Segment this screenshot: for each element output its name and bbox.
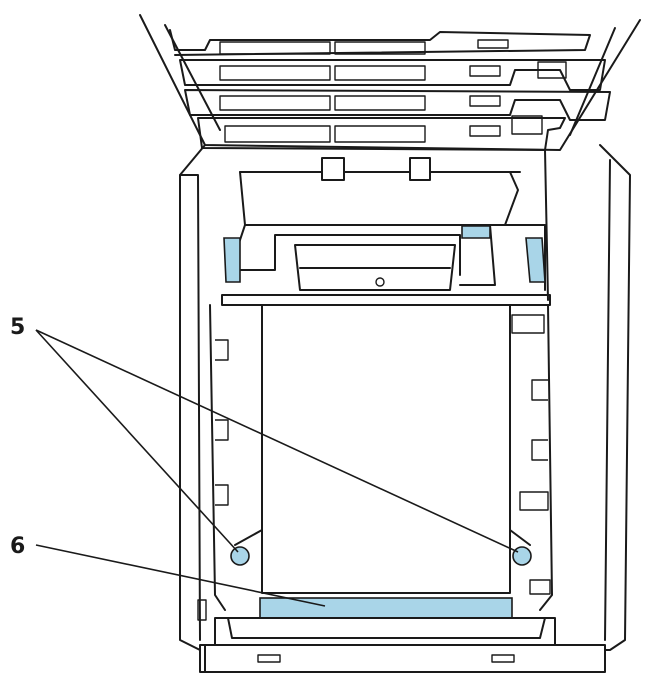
leader-5-left <box>35 329 239 553</box>
callout-5-label: 5 <box>10 315 25 340</box>
belt-locating-pins <box>230 546 532 566</box>
release-levers <box>223 225 546 283</box>
printer-body <box>179 144 631 673</box>
left-release-lever <box>223 237 241 283</box>
right-locating-pin <box>512 546 532 566</box>
belt-handle-bar <box>214 597 556 646</box>
callout-6-label: 6 <box>10 534 25 559</box>
leader-lines <box>35 329 519 607</box>
transfer-belt <box>261 304 511 594</box>
center-release-lever <box>461 225 491 239</box>
fuser-assembly <box>229 157 546 291</box>
right-release-lever <box>525 237 546 283</box>
drum-units <box>169 29 611 151</box>
leader-5-right <box>35 329 519 553</box>
left-locating-pin <box>230 546 250 566</box>
cross-rail <box>221 294 551 306</box>
leader-6 <box>35 544 326 607</box>
